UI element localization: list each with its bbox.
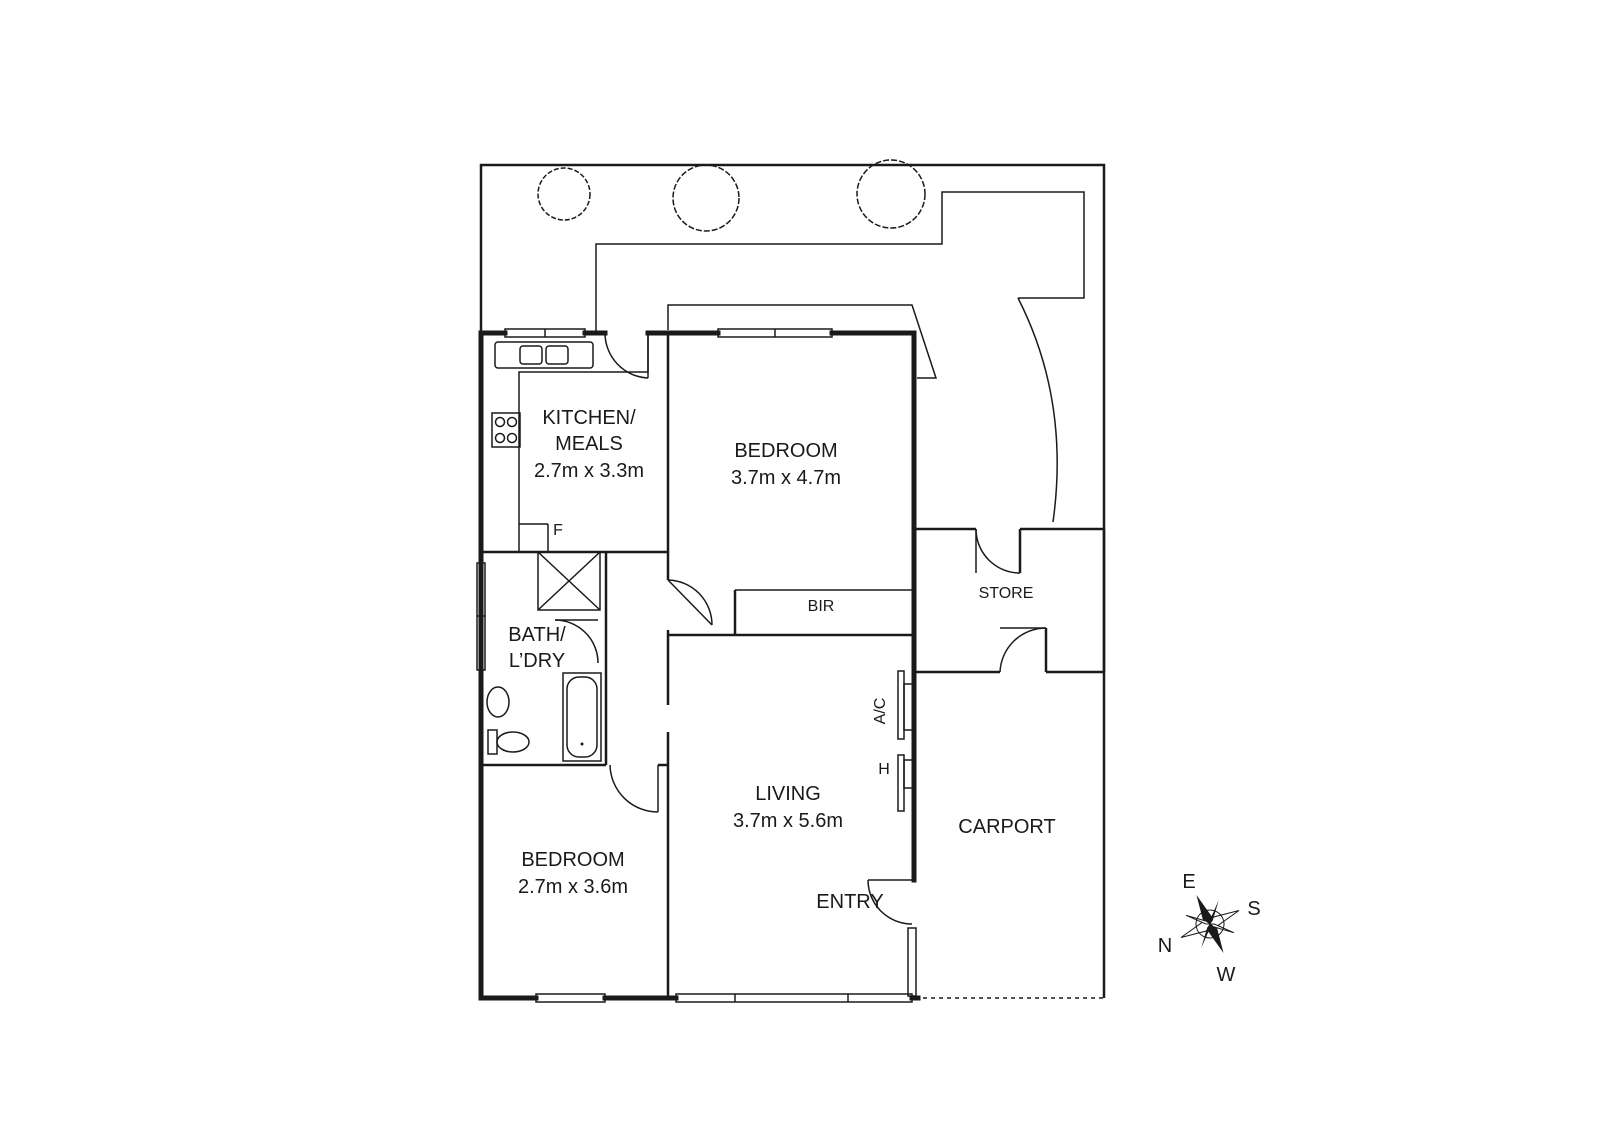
external-walls	[478, 330, 921, 1001]
store-label: STORE	[979, 585, 1034, 602]
compass-west: W	[1217, 964, 1236, 986]
trees	[537, 159, 926, 232]
compass-north: N	[1158, 935, 1172, 957]
windows	[476, 328, 917, 1003]
bath-label: BATH/	[508, 624, 566, 646]
bedroom2-dims: 2.7m x 3.6m	[518, 876, 628, 898]
carport-label: CARPORT	[958, 816, 1055, 838]
shower-icon	[537, 551, 601, 611]
entry-label: ENTRY	[816, 891, 883, 913]
bir-label: BIR	[808, 598, 835, 615]
doors	[554, 332, 1047, 925]
garden-path	[595, 191, 1085, 523]
ac-label: A/C	[872, 698, 889, 725]
store-walls	[914, 527, 1106, 674]
bathtub-icon	[562, 672, 602, 762]
compass-rose	[1180, 894, 1240, 954]
bedroom1-dims: 3.7m x 4.7m	[731, 467, 841, 489]
heater-label: H	[878, 761, 890, 778]
tree-icon	[537, 167, 591, 221]
bath-label-2: L’DRY	[509, 650, 565, 672]
fridge-label: F	[553, 522, 563, 539]
compass-star-icon	[1180, 894, 1240, 954]
tree-icon	[856, 159, 926, 229]
kitchen-label: KITCHEN/	[542, 407, 636, 429]
heater-icon	[897, 754, 915, 812]
basin-icon	[486, 686, 510, 718]
toilet-icon	[487, 729, 530, 755]
sink-icon	[494, 341, 594, 369]
fixtures	[486, 341, 915, 812]
tree-icon	[672, 164, 740, 232]
site-boundary	[479, 163, 1106, 999]
kitchen-label-2: MEALS	[555, 433, 623, 455]
compass-east: E	[1182, 871, 1195, 893]
living-dims: 3.7m x 5.6m	[733, 810, 843, 832]
bedroom2-label: BEDROOM	[521, 849, 624, 871]
compass-south: S	[1247, 898, 1260, 920]
bedroom1-label: BEDROOM	[734, 440, 837, 462]
kitchen-dims: 2.7m x 3.3m	[534, 460, 644, 482]
ac-unit-icon	[897, 670, 915, 740]
cooktop-icon	[491, 412, 521, 448]
living-label: LIVING	[755, 783, 821, 805]
room-labels: KITCHEN/ MEALS 2.7m x 3.3m F BEDROOM 3.7…	[508, 407, 1055, 913]
